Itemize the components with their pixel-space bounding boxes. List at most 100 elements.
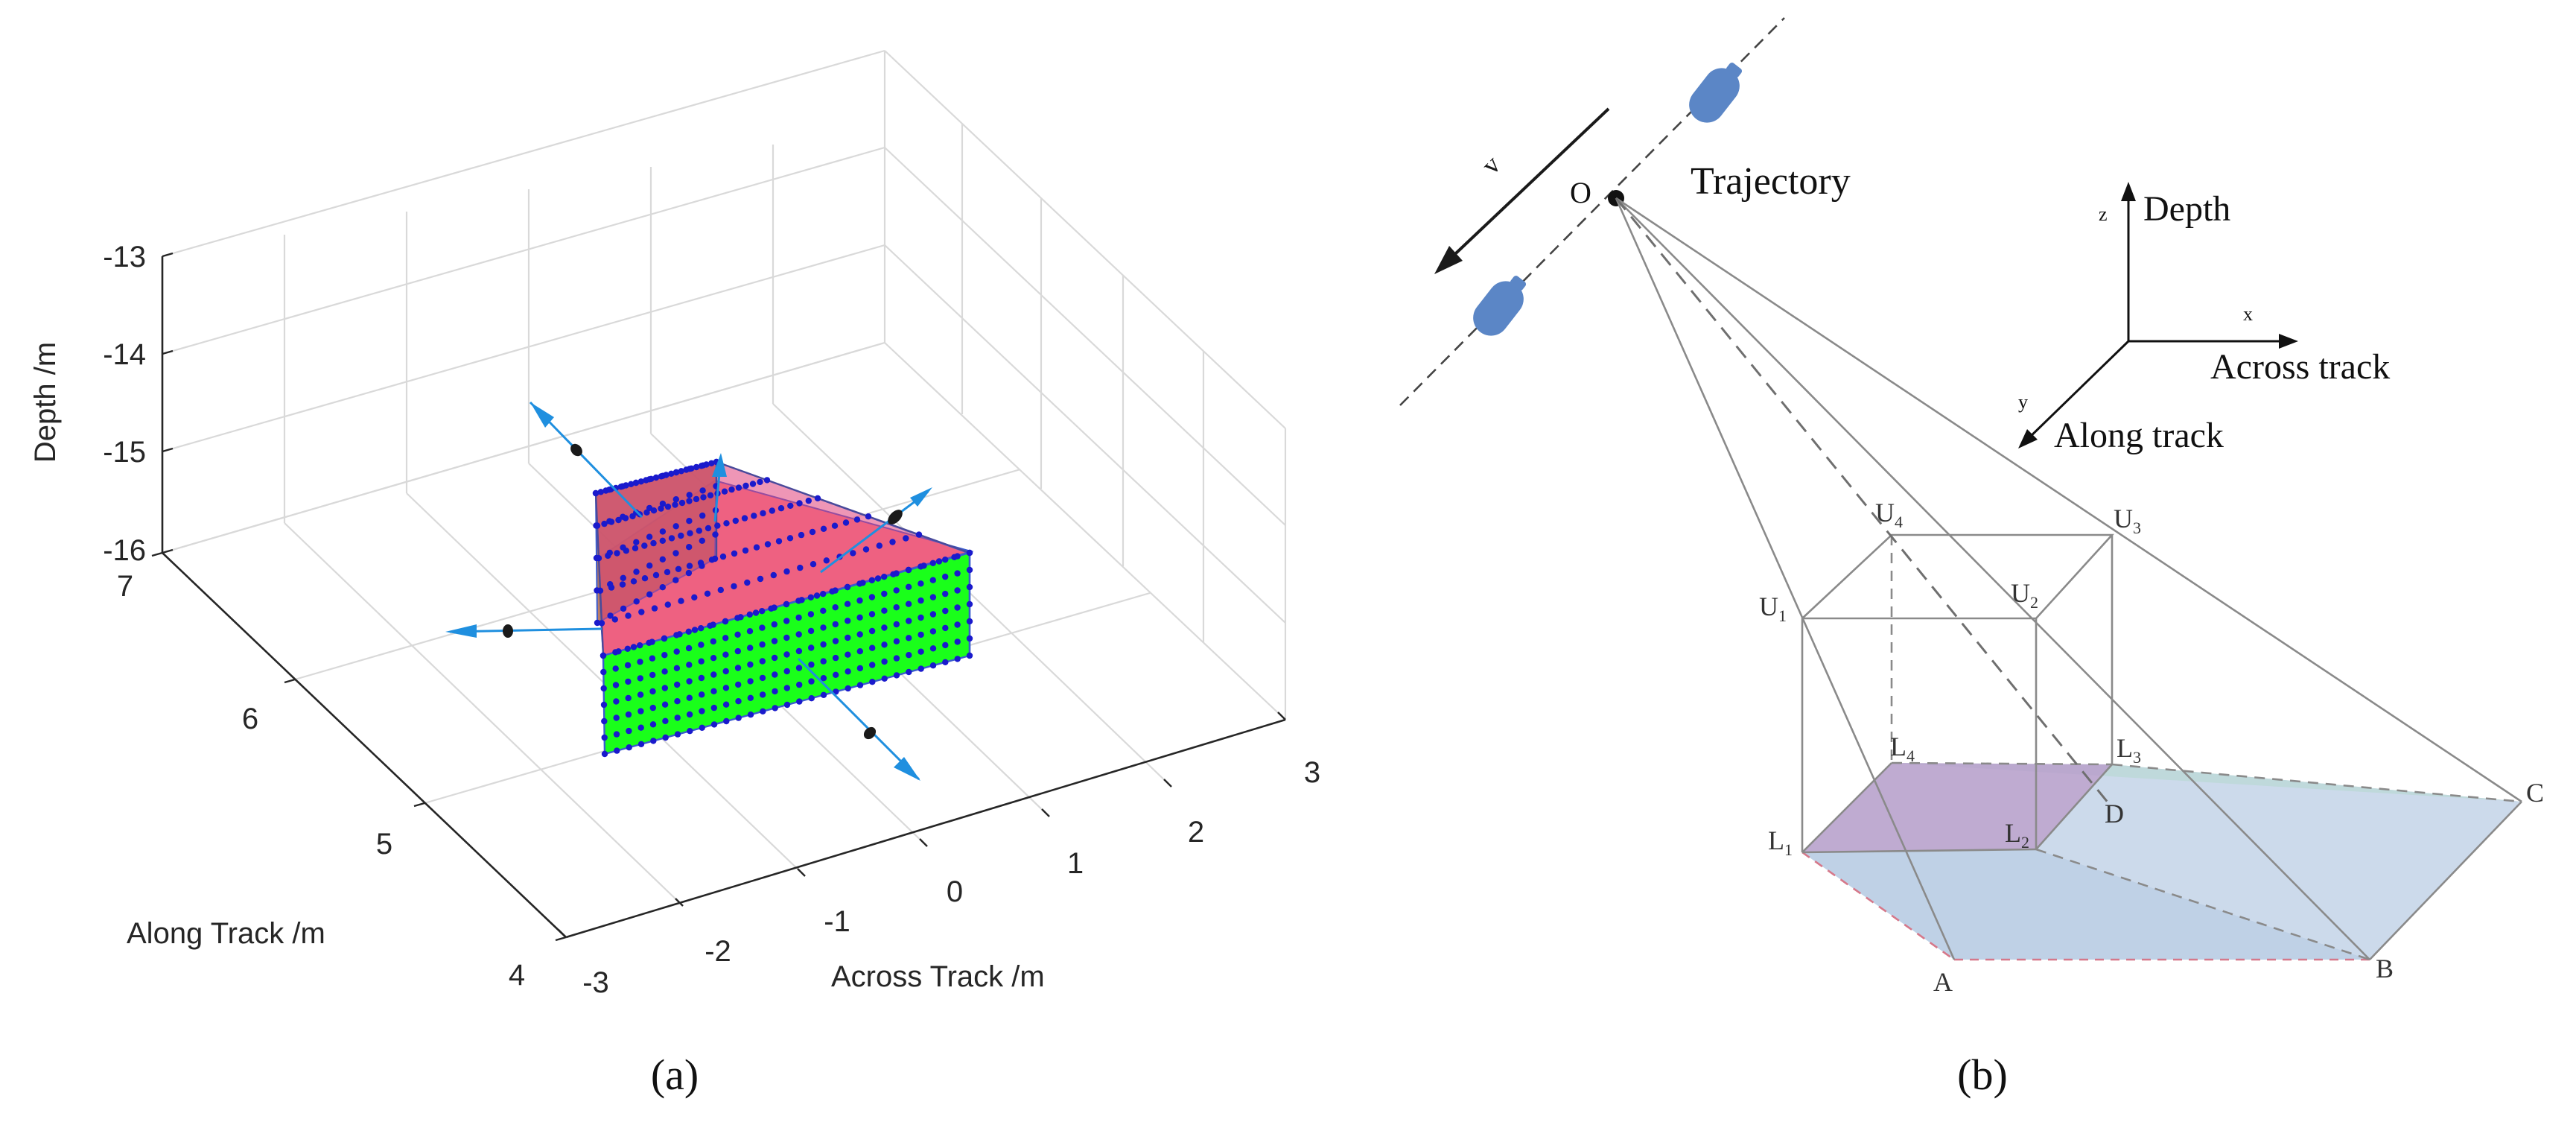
label-l1: L1 bbox=[1768, 825, 1793, 859]
sample-point bbox=[678, 468, 684, 475]
sample-point bbox=[747, 678, 754, 685]
sample-point bbox=[710, 638, 716, 645]
z-tick-labels: -13 -14 -15 -16 bbox=[103, 241, 146, 567]
sample-point bbox=[737, 614, 744, 621]
sample-point bbox=[865, 513, 872, 520]
sample-point bbox=[808, 678, 815, 685]
sample-point bbox=[612, 682, 620, 688]
sample-point bbox=[757, 575, 764, 583]
sample-point bbox=[691, 627, 699, 633]
sample-point bbox=[747, 694, 754, 701]
sample-point bbox=[672, 469, 680, 476]
sample-point bbox=[705, 525, 712, 532]
sample-point bbox=[881, 675, 888, 682]
sample-point bbox=[699, 562, 705, 569]
sample-point bbox=[685, 644, 693, 652]
sample-point bbox=[760, 510, 766, 517]
sample-point bbox=[820, 658, 827, 665]
sample-point bbox=[673, 648, 680, 655]
sample-point bbox=[664, 601, 671, 608]
sample-point bbox=[700, 494, 707, 501]
sample-point bbox=[820, 591, 827, 598]
velocity-arrowhead bbox=[1434, 246, 1463, 274]
sample-point bbox=[672, 523, 679, 530]
sample-point bbox=[668, 535, 675, 542]
sample-point bbox=[862, 546, 870, 553]
sample-point bbox=[757, 478, 763, 486]
sample-point bbox=[613, 731, 620, 738]
sample-point bbox=[686, 711, 693, 718]
panel-a-3d-plot: -13 -14 -15 -16 7 6 5 4 -3 -2 -1 0 1 2 3… bbox=[29, 49, 1320, 1099]
z-tick: -14 bbox=[103, 338, 146, 371]
sample-point bbox=[632, 479, 640, 487]
sample-point bbox=[731, 550, 738, 557]
sample-point bbox=[920, 562, 927, 569]
sample-point bbox=[942, 557, 949, 563]
sample-point bbox=[966, 652, 973, 659]
sample-point bbox=[856, 614, 863, 621]
sample-point bbox=[798, 531, 805, 539]
x-axis-label: Across Track /m bbox=[831, 960, 1045, 993]
sample-point bbox=[659, 556, 666, 562]
sample-point bbox=[625, 711, 632, 718]
x-tick: -1 bbox=[824, 905, 850, 938]
sample-point bbox=[732, 517, 739, 525]
normal-arrowhead bbox=[910, 487, 932, 507]
sample-point bbox=[786, 535, 794, 542]
sample-point bbox=[722, 701, 730, 708]
sample-point bbox=[685, 569, 693, 577]
sample-point bbox=[722, 635, 729, 641]
sample-point bbox=[646, 591, 653, 598]
sample-point bbox=[746, 611, 753, 618]
sample-point bbox=[869, 644, 876, 651]
sample-point bbox=[845, 651, 851, 658]
sample-point bbox=[637, 691, 644, 698]
sample-point bbox=[751, 513, 757, 519]
sample-point bbox=[942, 624, 949, 632]
sample-point bbox=[796, 681, 803, 688]
sample-point bbox=[820, 525, 827, 532]
sample-point bbox=[594, 619, 601, 627]
sample-point bbox=[744, 579, 751, 586]
sample-point bbox=[662, 717, 669, 724]
sample-point bbox=[731, 583, 737, 590]
sample-point bbox=[637, 478, 644, 485]
sample-point bbox=[868, 627, 876, 635]
y-tick: 4 bbox=[509, 959, 525, 992]
sample-point bbox=[625, 694, 632, 702]
sample-point bbox=[652, 571, 660, 579]
sample-point bbox=[646, 639, 652, 646]
sample-point bbox=[633, 539, 640, 545]
x-tick: -2 bbox=[705, 935, 731, 968]
velocity-label: v bbox=[1475, 150, 1506, 180]
sample-point bbox=[649, 704, 656, 712]
sample-point bbox=[625, 678, 632, 685]
reconstructed-object bbox=[592, 458, 974, 758]
sample-point bbox=[612, 665, 619, 672]
sample-point bbox=[600, 668, 607, 676]
sample-point bbox=[661, 635, 668, 642]
sample-point bbox=[686, 492, 693, 498]
sample-point bbox=[675, 565, 682, 572]
sample-point bbox=[859, 580, 866, 586]
x-letter: x bbox=[2243, 303, 2253, 325]
sample-point bbox=[712, 531, 719, 538]
sample-point bbox=[868, 611, 876, 618]
sample-point bbox=[929, 628, 937, 635]
sample-point bbox=[619, 483, 626, 489]
normal-arrow bbox=[797, 657, 920, 781]
sample-point bbox=[672, 501, 678, 508]
sample-point bbox=[809, 528, 816, 536]
sample-point bbox=[954, 570, 961, 577]
sample-point bbox=[722, 651, 729, 658]
sample-point bbox=[889, 539, 896, 545]
sample-point bbox=[966, 618, 973, 625]
trajectory-label: Trajectory bbox=[1691, 160, 1851, 203]
sample-point bbox=[869, 679, 876, 685]
sample-point bbox=[613, 698, 620, 705]
sample-point bbox=[620, 544, 626, 551]
sample-point bbox=[637, 741, 645, 747]
sample-point bbox=[893, 655, 900, 662]
sample-point bbox=[942, 573, 949, 580]
sample-point bbox=[699, 724, 705, 731]
